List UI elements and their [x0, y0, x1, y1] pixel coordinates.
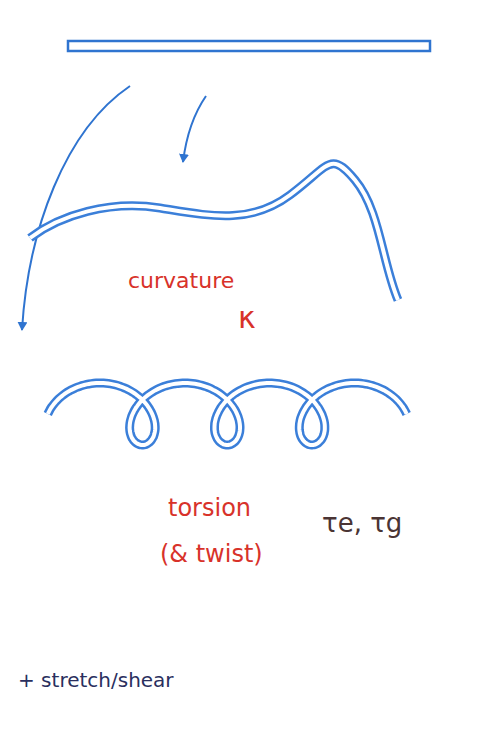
torsion-label: torsion — [168, 494, 251, 523]
torsion-symbols: τe, τg — [322, 508, 402, 539]
short-arrow — [183, 96, 206, 162]
curvature-symbol: κ — [238, 300, 256, 336]
stretch-shear-note: + stretch/shear — [18, 668, 174, 692]
helical-rod — [48, 383, 407, 445]
twist-label: (& twist) — [160, 540, 263, 569]
straight-rod — [68, 41, 430, 51]
curved-rod — [30, 164, 398, 300]
curvature-label: curvature — [128, 268, 234, 294]
